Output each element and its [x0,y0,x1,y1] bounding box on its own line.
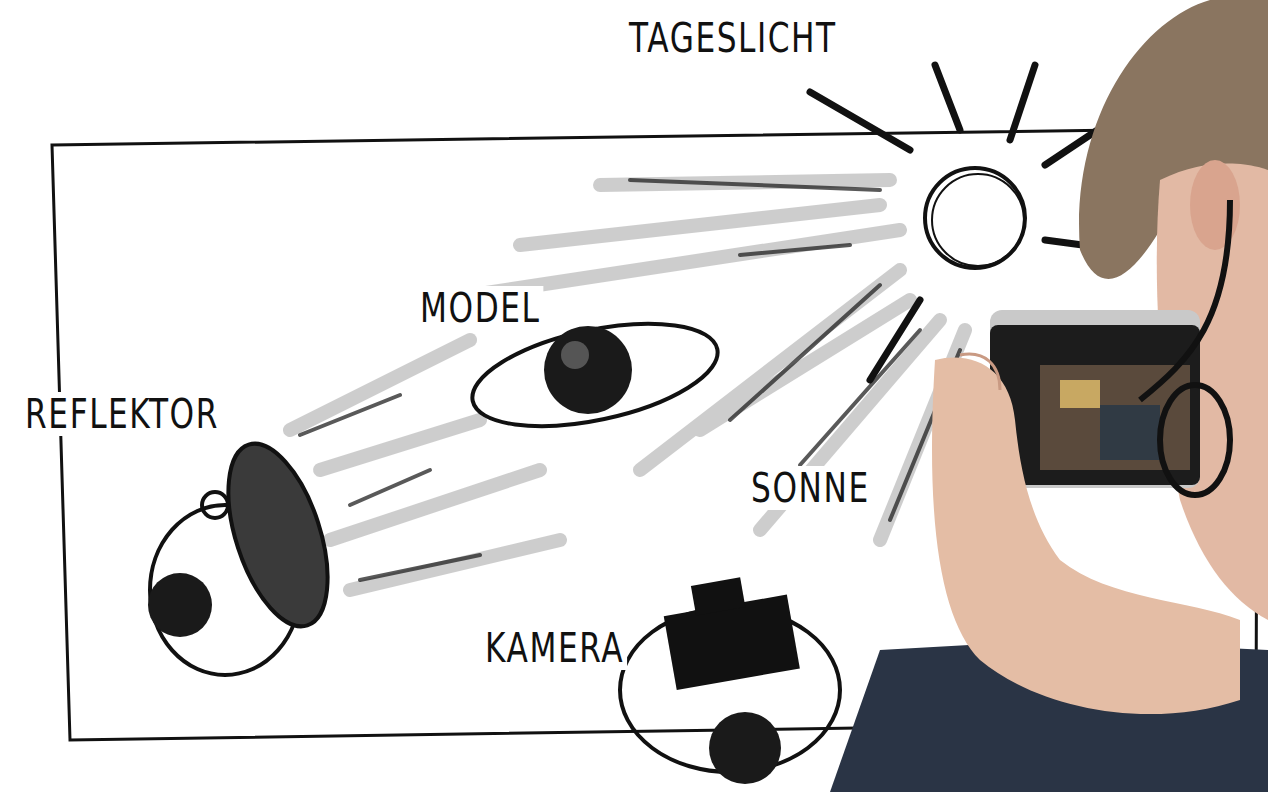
part-label: SONNE [748,466,873,510]
light-rays [290,180,965,590]
frame [52,128,1258,740]
part-label: REFLEKTOR [22,392,222,436]
reflector-figure [148,432,347,675]
part-label: KAMERA [482,626,627,670]
part-label: TAGESLICHT [626,16,840,60]
part-label: MODEL [417,286,544,330]
camera-figure [620,570,840,784]
